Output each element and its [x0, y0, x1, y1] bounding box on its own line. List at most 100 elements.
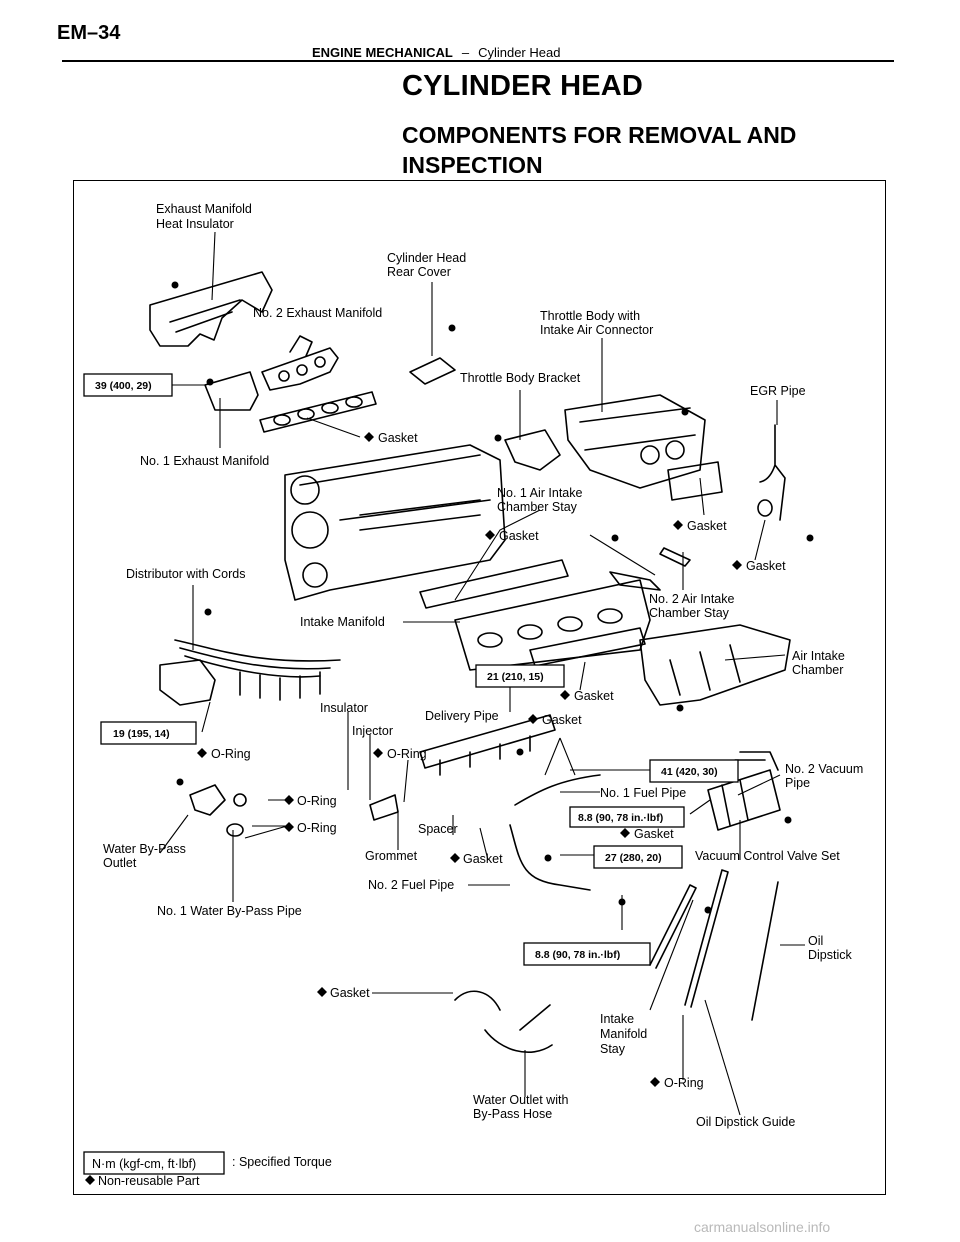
- no1-fuel-pipe-shape: [514, 774, 601, 806]
- label-gasket-intake: Gasket: [499, 529, 539, 543]
- legend-torque-unit: N·m (kgf-cm, ft·lbf): [92, 1157, 196, 1171]
- label-throttle-body-bracket: Throttle Body Bracket: [460, 371, 581, 385]
- label-o-ring-injector: O-Ring: [387, 747, 427, 761]
- no2-stay-shape: [659, 547, 691, 567]
- label-injector: Injector: [352, 724, 393, 738]
- bolt-marker: [704, 906, 712, 914]
- torque-box-88a: [569, 806, 685, 828]
- no2-fuel-pipe-shape: [509, 824, 591, 891]
- bolt-marker: [681, 408, 689, 416]
- legend-nonreusable-part: Non-reusable Part: [98, 1174, 200, 1188]
- nonreusable-diamond-icon: [732, 560, 742, 570]
- dipstick-guide-shape: [684, 869, 729, 1008]
- water-outlet-shape: [189, 784, 226, 816]
- bolt-marker: [206, 378, 214, 386]
- nonreusable-diamond-icon: [673, 520, 683, 530]
- torque-41-text: 41 (420, 30): [661, 766, 718, 778]
- label-no1-fuel-pipe: No. 1 Fuel Pipe: [600, 786, 686, 800]
- intake-lower-gasket-shape: [529, 627, 646, 667]
- label-egr-pipe: EGR Pipe: [750, 384, 806, 398]
- nonreusable-diamond-icon: [620, 828, 630, 838]
- torque-box-27: [593, 845, 683, 869]
- label-no2-exhaust-manifold: No. 2 Exhaust Manifold: [253, 306, 382, 320]
- bolt-marker: [618, 898, 626, 906]
- no1-exhaust-manifold-shape: [204, 371, 259, 411]
- no1-stay-shape: [609, 571, 661, 591]
- bolt-marker: [611, 534, 619, 542]
- nonreusable-diamond-icon: [317, 987, 327, 997]
- running-header-subsection: Cylinder Head: [478, 45, 561, 60]
- intake-gasket-shape: [419, 559, 569, 609]
- label-gasket-delivery: Gasket: [542, 713, 582, 727]
- running-header: ENGINE MECHANICAL–Cylinder Head: [312, 45, 560, 60]
- nonreusable-diamond-icon: [650, 1077, 660, 1087]
- label-o-ring-outlet-2: O-Ring: [297, 821, 337, 835]
- label-gasket-exhaust: Gasket: [378, 431, 418, 445]
- bolt-marker: [494, 434, 502, 442]
- label-gasket-egr: Gasket: [746, 559, 786, 573]
- label-no2-fuel-pipe: No. 2 Fuel Pipe: [368, 878, 454, 892]
- bolt-marker: [171, 281, 179, 289]
- nonreusable-diamond-icon: [373, 748, 383, 758]
- label-vacuum-control-valve: Vacuum Control Valve Set: [695, 849, 840, 863]
- intake-manifold-shape: [454, 579, 651, 671]
- nonreusable-diamond-icon: [485, 530, 495, 540]
- torque-19-text: 19 (195, 14): [113, 728, 170, 740]
- label-insulator: Insulator: [320, 701, 368, 715]
- legend-specified-torque: : Specified Torque: [232, 1155, 332, 1169]
- torque-27-text: 27 (280, 20): [605, 852, 662, 864]
- nonreusable-diamond-icon: [284, 822, 294, 832]
- torque-box-39: [83, 373, 173, 397]
- torque-box-41: [649, 759, 739, 783]
- distributor-shape: [159, 659, 216, 706]
- torque-box-88b: [523, 942, 651, 966]
- label-grommet: Grommet: [365, 849, 418, 863]
- running-header-section: ENGINE MECHANICAL: [312, 45, 453, 60]
- throttle-bracket-shape: [504, 429, 561, 471]
- rear-cover-shape: [409, 357, 456, 385]
- nonreusable-diamond-icon: [197, 748, 207, 758]
- label-distributor: Distributor with Cords: [126, 567, 245, 581]
- label-gasket-fuel: Gasket: [634, 827, 674, 841]
- heat-insulator-shape: [149, 271, 273, 347]
- bolt-marker: [516, 748, 524, 756]
- no2-exhaust-manifold-shape: [261, 347, 339, 391]
- torque-21-text: 21 (210, 15): [487, 671, 544, 683]
- label-gasket-water-outlet: Gasket: [330, 986, 370, 1000]
- nonreusable-diamond-icon: [85, 1175, 95, 1185]
- label-gasket-lower-intake: Gasket: [574, 689, 614, 703]
- label-gasket-throttle: Gasket: [687, 519, 727, 533]
- label-delivery-pipe: Delivery Pipe: [425, 709, 499, 723]
- nonreusable-diamond-icon: [528, 714, 538, 724]
- torque-88b-text: 8.8 (90, 78 in.·lbf): [535, 949, 620, 961]
- page-title: CYLINDER HEAD: [402, 70, 644, 102]
- label-o-ring-outlet-1: O-Ring: [297, 794, 337, 808]
- label-o-ring-dipstick: O-Ring: [664, 1076, 704, 1090]
- label-intake-manifold: Intake Manifold: [300, 615, 385, 629]
- label-o-ring-distributor: O-Ring: [211, 747, 251, 761]
- nonreusable-diamond-icon: [560, 690, 570, 700]
- label-spacer: Spacer: [418, 822, 458, 836]
- label-no1-exhaust-manifold: No. 1 Exhaust Manifold: [140, 454, 269, 468]
- label-gasket-grommet: Gasket: [463, 852, 503, 866]
- bolt-marker: [448, 324, 456, 332]
- air-intake-chamber-shape: [639, 624, 791, 706]
- engine-block-shape: [284, 444, 506, 601]
- torque-box-19: [100, 721, 197, 745]
- intake-stay-shape: [649, 884, 697, 969]
- diagram-frame: [73, 180, 886, 1195]
- header-rule: [62, 60, 894, 62]
- egr-pipe-shape: [759, 424, 786, 521]
- nonreusable-diamond-icon: [450, 853, 460, 863]
- bolt-marker: [176, 778, 184, 786]
- no2-vacuum-pipe-shape: [734, 751, 779, 771]
